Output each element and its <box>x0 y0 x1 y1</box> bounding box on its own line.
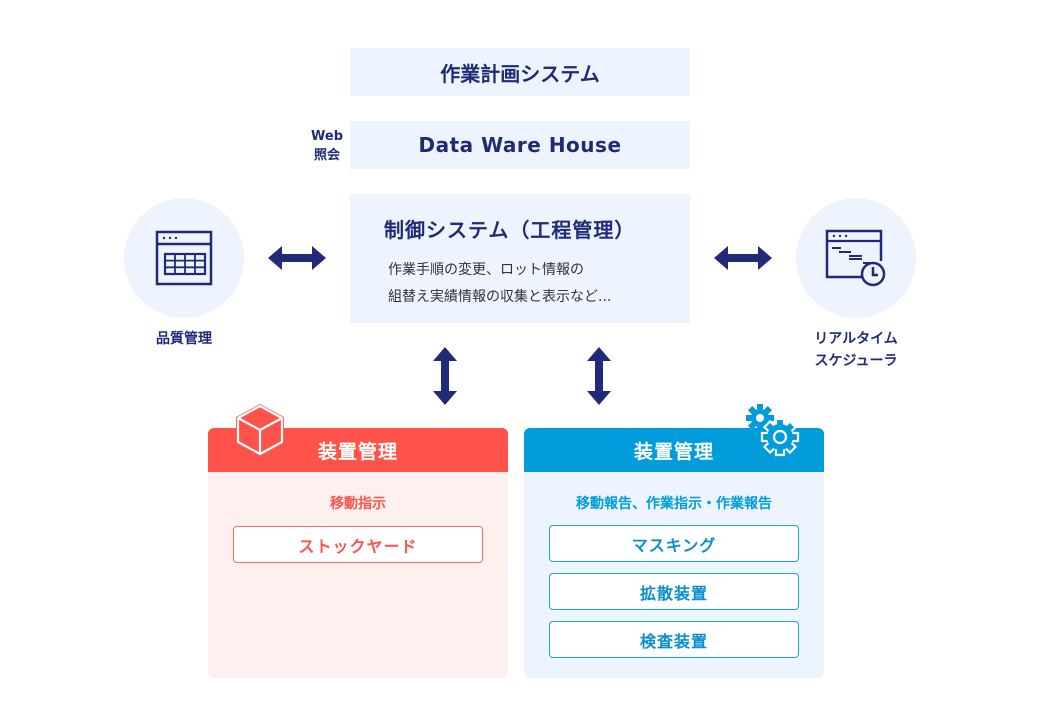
web-query-line1: Web <box>311 129 343 144</box>
realtime-scheduler-node <box>796 198 916 318</box>
spreadsheet-window-icon <box>155 230 213 286</box>
blue-panel-subtitle: 移動報告、作業指示・作業報告 <box>576 496 772 512</box>
plan-system-label: 作業計画システム <box>440 61 600 86</box>
quality-management-label: 品質管理 <box>156 331 212 347</box>
quality-management-node <box>124 198 244 318</box>
gears-icon <box>746 404 800 457</box>
schedule-window-clock-icon <box>825 229 886 287</box>
device-management-red-panel: 装置管理 移動指示 ストックヤード <box>208 428 508 678</box>
cube-icon <box>236 404 284 456</box>
web-query-line2: 照会 <box>313 148 340 163</box>
red-panel-vertical-arrow <box>433 347 457 405</box>
realtime-scheduler-label: リアルタイム スケジューラ <box>776 328 936 372</box>
blue-panel-title: 装置管理 <box>633 440 714 463</box>
plan-system-box: 作業計画システム <box>350 48 690 96</box>
control-system-title: 制御システム（工程管理） <box>384 218 636 242</box>
control-system-description: 作業手順の変更、ロット情報の 組替え実績情報の収集と表示など... <box>388 257 611 311</box>
red-panel-subtitle: 移動指示 <box>330 496 386 512</box>
dwh-label: Data Ware House <box>418 133 622 157</box>
left-bidirectional-arrow <box>268 246 326 270</box>
control-desc-line1: 作業手順の変更、ロット情報の <box>388 262 584 278</box>
diffusion-device-item: 拡散装置 <box>549 573 799 610</box>
red-panel-title: 装置管理 <box>317 440 398 463</box>
web-query-label: Web 照会 <box>304 127 350 165</box>
realtime-scheduler-label-line2: スケジューラ <box>814 353 898 369</box>
inspection-device-item: 検査装置 <box>549 621 799 658</box>
control-desc-line2: 組替え実績情報の収集と表示など... <box>388 289 612 305</box>
realtime-scheduler-label-line1: リアルタイム <box>814 331 898 347</box>
blue-panel-vertical-arrow <box>587 347 611 405</box>
stockyard-item: ストックヤード <box>233 526 483 563</box>
control-system-box: 制御システム（工程管理） 作業手順の変更、ロット情報の 組替え実績情報の収集と表… <box>350 194 690 323</box>
dwh-box: Data Ware House <box>350 121 690 169</box>
masking-item: マスキング <box>549 525 799 562</box>
device-management-blue-panel: 装置管理 移動報告、作業指示・作業報告 マスキング 拡散装置 検査装置 <box>524 428 824 678</box>
right-bidirectional-arrow <box>714 246 772 270</box>
